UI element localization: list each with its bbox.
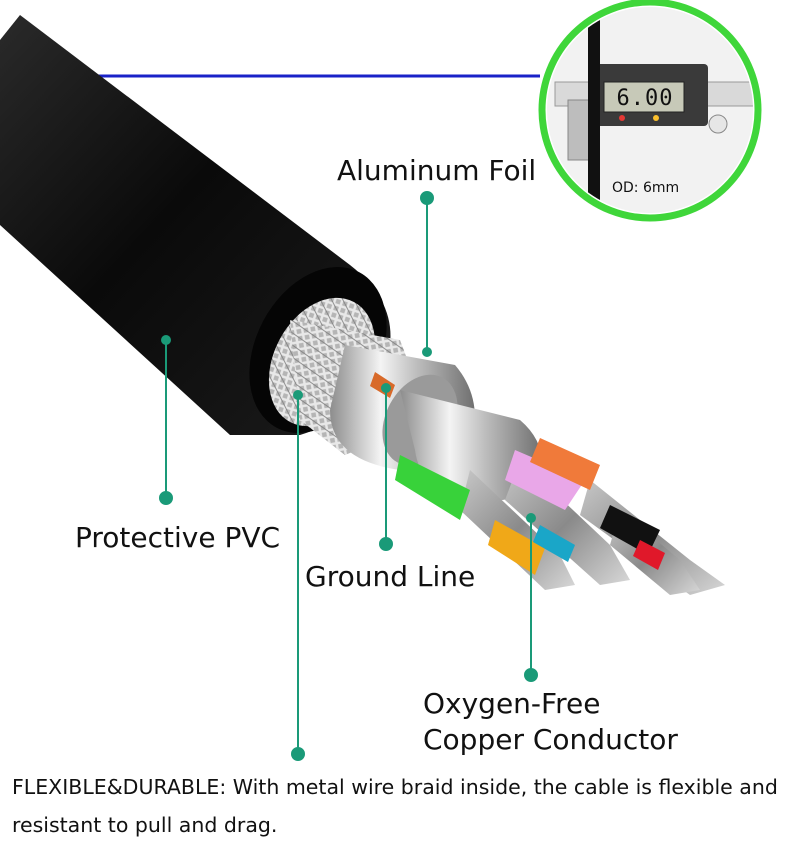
caliper-screen [603, 81, 685, 113]
caliper-wheel [708, 114, 728, 134]
caliper-btn-off [619, 115, 625, 121]
wire-pink [505, 450, 585, 510]
aluminum-foil-label: Aluminum Foil [337, 154, 537, 187]
wire-black [600, 505, 660, 555]
feature-caption: FLEXIBLE&DURABLE: With metal wire braid … [12, 775, 778, 837]
cable-in-caliper [588, 7, 600, 213]
caliper-inset [538, 0, 762, 222]
caliper-btn-zero [653, 115, 659, 121]
copper-label-line-2: Copper Conductor [423, 723, 678, 756]
copper-conductor-label: Oxygen-Free Copper Conductor [423, 686, 678, 758]
wire-orange [530, 438, 600, 490]
bare-strand-1 [460, 470, 575, 590]
leader-lines [159, 191, 538, 761]
outer-diameter-label: OD: 6mm [612, 180, 680, 196]
wire-red [633, 540, 665, 570]
copper-label-line-1: Oxygen-Free [423, 687, 601, 720]
protective-pvc-label: Protective PVC [75, 521, 281, 554]
wire-green [395, 455, 470, 520]
ground-line-label: Ground Line [305, 560, 476, 593]
wire-cyan [533, 525, 575, 562]
caliper-readout: 6.00 [616, 86, 674, 111]
